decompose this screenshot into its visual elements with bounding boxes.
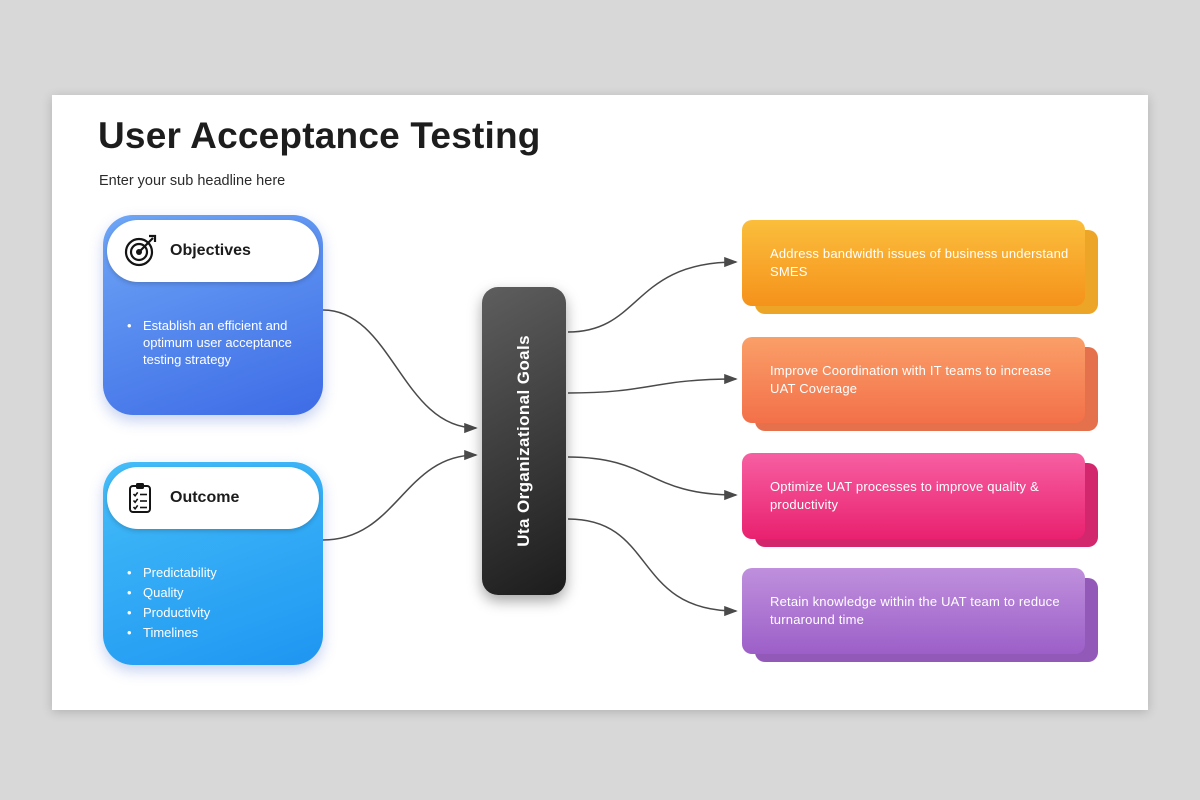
- bullet-item: Quality: [125, 584, 305, 601]
- goal-bar-group: Optimize UAT processes to improve qualit…: [742, 453, 1098, 547]
- bullet-list: Predictability Quality Productivity Time…: [125, 564, 305, 642]
- bullet-item: Establish an efficient and optimum user …: [125, 317, 305, 368]
- goal-bar: Retain knowledge within the UAT team to …: [742, 568, 1085, 654]
- goal-bar-group: Improve Coordination with IT teams to in…: [742, 337, 1098, 431]
- goal-bar-text: Improve Coordination with IT teams to in…: [770, 362, 1052, 396]
- objectives-body: Establish an efficient and optimum user …: [103, 307, 323, 415]
- objectives-card: Objectives Establish an efficient and op…: [103, 215, 323, 415]
- goal-bar-text: Retain knowledge within the UAT team to …: [770, 593, 1060, 627]
- goal-bar: Address bandwidth issues of business und…: [742, 220, 1085, 306]
- goal-label: Uta Organizational Goals: [514, 335, 533, 547]
- bullet-list: Establish an efficient and optimum user …: [125, 317, 305, 368]
- outcome-header-pill: Outcome: [107, 467, 319, 529]
- bullet-item: Productivity: [125, 604, 305, 621]
- goal-bar: Optimize UAT processes to improve qualit…: [742, 453, 1085, 539]
- goal-bar-group: Retain knowledge within the UAT team to …: [742, 568, 1098, 662]
- center-goal-block: Uta Organizational Goals: [482, 287, 566, 595]
- outcome-card: Outcome Predictability Quality Productiv…: [103, 462, 323, 665]
- goal-bar-text: Optimize UAT processes to improve qualit…: [770, 478, 1039, 512]
- page-title: User Acceptance Testing: [98, 115, 541, 156]
- slide-canvas: User Acceptance Testing Enter your sub h…: [52, 95, 1148, 710]
- clipboard-icon: [121, 479, 159, 517]
- objectives-header-pill: Objectives: [107, 220, 319, 282]
- bullet-item: Timelines: [125, 624, 305, 641]
- card-title: Objectives: [170, 242, 251, 259]
- goal-bar-text: Address bandwidth issues of business und…: [770, 245, 1069, 279]
- goal-bar-group: Address bandwidth issues of business und…: [742, 220, 1098, 314]
- bullet-item: Predictability: [125, 564, 305, 581]
- goal-bar: Improve Coordination with IT teams to in…: [742, 337, 1085, 423]
- target-icon: [121, 232, 159, 270]
- card-title: Outcome: [170, 489, 240, 506]
- page-subtitle: Enter your sub headline here: [99, 173, 286, 189]
- outcome-body: Predictability Quality Productivity Time…: [103, 554, 323, 665]
